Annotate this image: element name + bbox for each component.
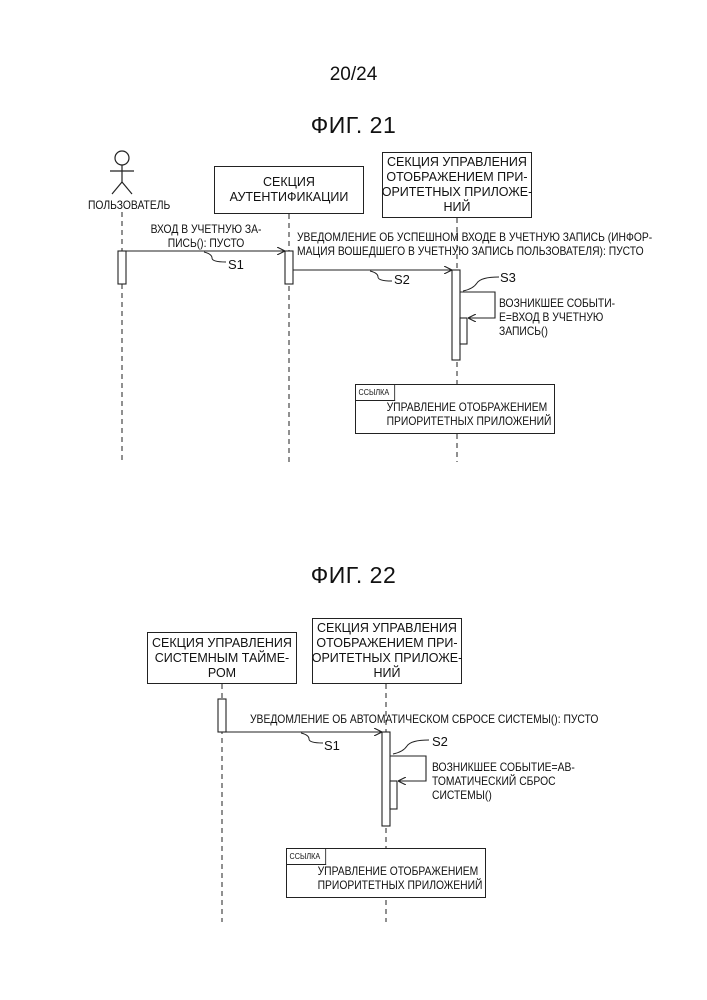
fig22-ref-tag: ССЫЛКА <box>287 849 326 865</box>
fig22-timer-activation <box>218 699 226 732</box>
fig22-ref-text: УПРАВЛЕНИЕ ОТОБРАЖЕНИЕМ ПРИОРИТЕТНЫХ ПРИ… <box>318 864 473 892</box>
fig22-msg1-label: УВЕДОМЛЕНИЕ ОБ АВТОМАТИЧЕСКОМ СБРОСЕ СИС… <box>250 712 598 726</box>
fig22-display-section-box: СЕКЦИЯ УПРАВЛЕНИЯ ОТОБРАЖЕНИЕМ ПРИ- ОРИТ… <box>312 618 462 684</box>
fig21-auth-section-label: СЕКЦИЯ АУТЕНТИФИКАЦИИ <box>230 175 349 205</box>
fig21-step-s2: S2 <box>394 272 410 287</box>
fig22-display-nested-activation <box>390 781 397 809</box>
fig21-msg2-label: УВЕДОМЛЕНИЕ ОБ УСПЕШНОМ ВХОДЕ В УЧЕТНУЮ … <box>297 230 652 258</box>
fig22-step-s1: S1 <box>324 738 340 753</box>
fig21-self-msg-label: ВОЗНИКШЕЕ СОБЫТИ- Е=ВХОД В УЧЕТНУЮ ЗАПИС… <box>499 296 615 338</box>
user-actor-icon <box>110 151 134 194</box>
fig21-s3-leader <box>463 277 499 291</box>
fig21-ref-text: УПРАВЛЕНИЕ ОТОБРАЖЕНИЕМ ПРИОРИТЕТНЫХ ПРИ… <box>387 400 542 428</box>
fig21-actor-label: ПОЛЬЗОВАТЕЛЬ <box>88 198 170 212</box>
fig21-s2-leader <box>370 271 392 281</box>
fig21-user-activation <box>118 251 126 284</box>
fig21-ref-tag: ССЫЛКА <box>356 385 395 401</box>
fig22-title: ФИГ. 22 <box>0 562 707 589</box>
fig21-display-section-label: СЕКЦИЯ УПРАВЛЕНИЯ ОТОБРАЖЕНИЕМ ПРИ- ОРИТ… <box>382 155 533 215</box>
fig22-timer-section-label: СЕКЦИЯ УПРАВЛЕНИЯ СИСТЕМНЫМ ТАЙМЕ- РОМ <box>152 636 292 681</box>
fig22-timer-section-box: СЕКЦИЯ УПРАВЛЕНИЯ СИСТЕМНЫМ ТАЙМЕ- РОМ <box>147 632 297 684</box>
fig21-s1-leader <box>204 252 226 262</box>
fig22-s2-leader <box>393 740 429 754</box>
fig22-self-msg-arrow <box>390 756 426 781</box>
fig21-msg1-label: ВХОД В УЧЕТНУЮ ЗА- ПИСЬ(): ПУСТО <box>139 222 273 250</box>
fig21-self-msg-arrow <box>460 292 495 318</box>
fig21-step-s3: S3 <box>500 270 516 285</box>
fig22-step-s2: S2 <box>432 734 448 749</box>
fig22-self-msg-label: ВОЗНИКШЕЕ СОБЫТИЕ=АВ- ТОМАТИЧЕСКИЙ СБРОС… <box>432 760 575 802</box>
fig22-ref-frame: ССЫЛКА УПРАВЛЕНИЕ ОТОБРАЖЕНИЕМ ПРИОРИТЕТ… <box>286 848 486 898</box>
fig21-auth-section-box: СЕКЦИЯ АУТЕНТИФИКАЦИИ <box>214 166 364 214</box>
fig21-display-activation <box>452 270 460 360</box>
fig21-display-section-box: СЕКЦИЯ УПРАВЛЕНИЯ ОТОБРАЖЕНИЕМ ПРИ- ОРИТ… <box>382 152 532 218</box>
fig21-ref-frame: ССЫЛКА УПРАВЛЕНИЕ ОТОБРАЖЕНИЕМ ПРИОРИТЕТ… <box>355 384 555 434</box>
fig21-display-nested-activation <box>460 318 467 344</box>
fig22-s1-leader <box>301 733 323 743</box>
fig21-step-s1: S1 <box>228 257 244 272</box>
fig22-display-activation <box>382 732 390 826</box>
fig21-auth-activation <box>285 251 293 284</box>
fig22-display-section-label: СЕКЦИЯ УПРАВЛЕНИЯ ОТОБРАЖЕНИЕМ ПРИ- ОРИТ… <box>312 621 463 681</box>
